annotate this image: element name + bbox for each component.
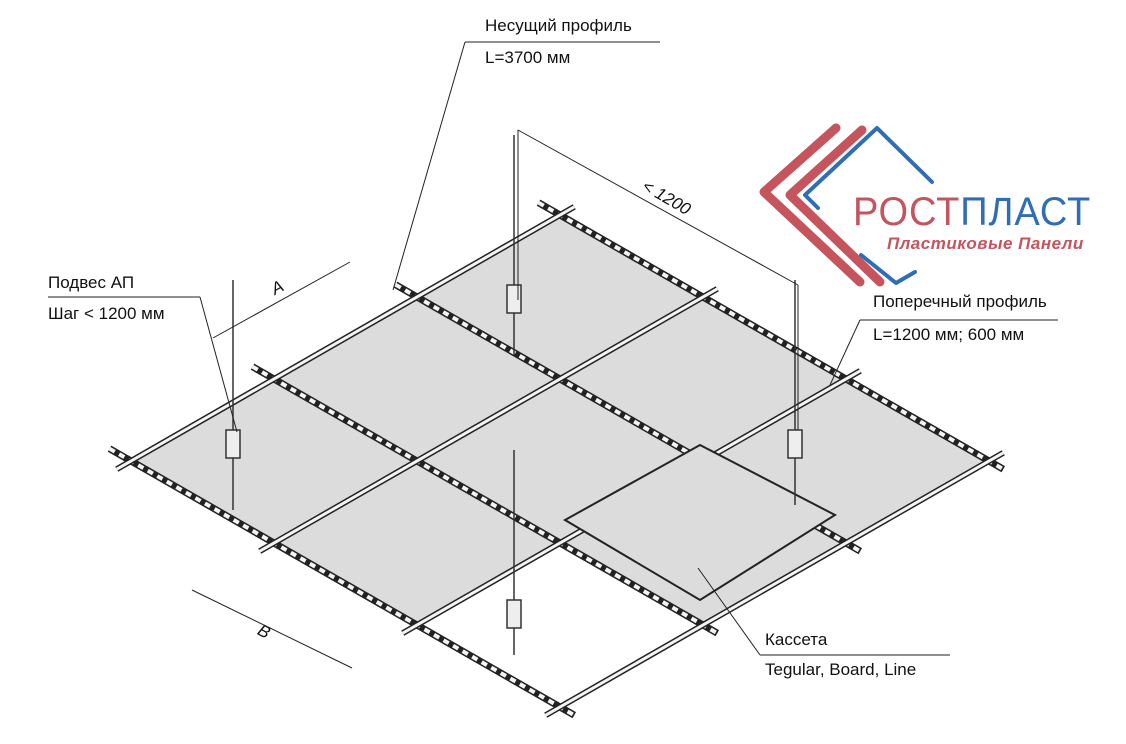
leader-hanger [199,296,238,433]
logo-chevron-blue [803,126,934,210]
leader-cross-profile [829,319,861,386]
dimension-line-a [212,261,351,339]
hanger-clip [506,599,522,629]
lifted-cassette [562,443,838,602]
hanger-clip [225,429,241,459]
logo-chevron-red-inner [785,125,885,287]
carrier-profile-slots [394,282,862,553]
dimension-line-b [191,589,353,669]
hanger-title: Подвес АП [48,273,135,292]
cassette-types: Tegular, Board, Line [765,660,917,679]
carrier-profile-length: L=3700 мм [485,48,571,67]
carrier-profile-title: Несущий профиль [485,16,632,35]
carrier-profile-slots [108,446,576,717]
logo-wordmark: РОСТПЛАСТ [853,190,1091,235]
cross-profile-face [544,451,1005,717]
carrier-profile-slots [537,200,1005,471]
cross-profile-title: Поперечный профиль [873,292,1047,311]
cross-profile-face [115,205,576,471]
carrier-profile-slots [251,364,719,635]
cassette-title: Кассета [765,630,828,649]
logo-chevron-blue-bottom [859,253,917,285]
logo-chevron-red-outer [759,123,865,287]
dimension-line-span [517,129,799,286]
leader-cassette [697,567,761,656]
logo-subtitle: Пластиковые Панели [887,234,1084,253]
logo-part-1: РОСТ [853,190,961,234]
hanger-clip [787,429,803,459]
cross-profile-length: L=1200 мм; 600 мм [873,325,1025,344]
cross-profile-face [258,287,719,553]
hanger-step: Шаг < 1200 мм [48,304,165,323]
leader-carrier-profile [392,41,466,291]
logo-part-2: ПЛАСТ [960,190,1092,234]
